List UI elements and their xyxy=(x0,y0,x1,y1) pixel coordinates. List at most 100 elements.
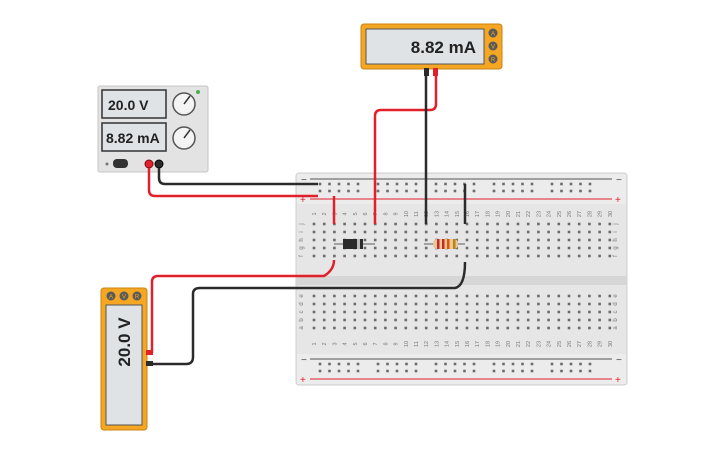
breadboard-hole[interactable] xyxy=(516,238,520,242)
breadboard-hole[interactable] xyxy=(557,326,561,330)
breadboard-hole[interactable] xyxy=(343,254,346,258)
rail-hole[interactable] xyxy=(550,182,554,186)
rail-hole[interactable] xyxy=(550,362,554,366)
breadboard-hole[interactable] xyxy=(414,318,418,322)
rail-hole[interactable] xyxy=(588,369,592,373)
breadboard-hole[interactable] xyxy=(424,230,428,234)
breadboard-hole[interactable] xyxy=(598,326,601,330)
rail-hole[interactable] xyxy=(328,362,331,366)
breadboard-hole[interactable] xyxy=(343,318,346,322)
rail-hole[interactable] xyxy=(386,182,389,186)
breadboard-hole[interactable] xyxy=(414,230,418,234)
breadboard-hole[interactable] xyxy=(588,318,591,322)
breadboard-hole[interactable] xyxy=(353,222,357,226)
breadboard-hole[interactable] xyxy=(588,294,591,298)
rail-hole[interactable] xyxy=(569,189,573,193)
breadboard-hole[interactable] xyxy=(526,238,530,242)
breadboard-hole[interactable] xyxy=(404,230,408,234)
breadboard-hole[interactable] xyxy=(506,302,510,306)
ammeter-mode-a-button[interactable]: A xyxy=(488,28,498,38)
breadboard-hole[interactable] xyxy=(373,310,377,314)
breadboard-hole[interactable] xyxy=(598,238,601,242)
breadboard-hole[interactable] xyxy=(414,302,418,306)
breadboard-hole[interactable] xyxy=(547,254,550,258)
breadboard-hole[interactable] xyxy=(455,254,459,258)
breadboard-hole[interactable] xyxy=(577,246,581,250)
rail-hole[interactable] xyxy=(376,362,380,366)
breadboard-holes[interactable] xyxy=(312,182,612,373)
rail-hole[interactable] xyxy=(511,369,515,373)
breadboard-hole[interactable] xyxy=(537,230,540,234)
breadboard-hole[interactable] xyxy=(333,254,336,258)
breadboard-hole[interactable] xyxy=(516,310,520,314)
breadboard-hole[interactable] xyxy=(496,318,499,322)
breadboard-hole[interactable] xyxy=(445,294,448,298)
breadboard-hole[interactable] xyxy=(414,238,418,242)
breadboard-hole[interactable] xyxy=(384,246,387,250)
rail-hole[interactable] xyxy=(405,189,408,193)
breadboard-hole[interactable] xyxy=(455,318,459,322)
rail-hole[interactable] xyxy=(453,369,457,373)
breadboard-hole[interactable] xyxy=(424,254,428,258)
ammeter-mode-r-button[interactable]: R xyxy=(488,54,498,64)
breadboard-hole[interactable] xyxy=(404,222,408,226)
rail-hole[interactable] xyxy=(328,189,331,193)
rail-hole[interactable] xyxy=(579,189,582,193)
breadboard-hole[interactable] xyxy=(506,294,510,298)
breadboard-hole[interactable] xyxy=(384,326,387,330)
rail-hole[interactable] xyxy=(347,182,350,186)
breadboard-hole[interactable] xyxy=(322,254,326,258)
breadboard-hole[interactable] xyxy=(394,246,397,250)
rail-hole[interactable] xyxy=(318,182,322,186)
breadboard-hole[interactable] xyxy=(567,294,571,298)
ammeter-red-probe-terminal[interactable] xyxy=(433,68,438,76)
breadboard-hole[interactable] xyxy=(475,326,479,330)
breadboard-hole[interactable] xyxy=(363,294,367,298)
breadboard-hole[interactable] xyxy=(537,222,540,226)
breadboard-hole[interactable] xyxy=(322,318,326,322)
breadboard-hole[interactable] xyxy=(333,318,336,322)
breadboard-hole[interactable] xyxy=(465,318,469,322)
breadboard-hole[interactable] xyxy=(363,222,367,226)
voltmeter-red-probe-terminal[interactable] xyxy=(146,350,153,355)
ammeter-mode-v-button[interactable]: V xyxy=(488,41,498,51)
rail-hole[interactable] xyxy=(569,369,573,373)
breadboard-hole[interactable] xyxy=(496,326,499,330)
rail-hole[interactable] xyxy=(405,369,408,373)
breadboard-hole[interactable] xyxy=(598,246,601,250)
breadboard-hole[interactable] xyxy=(475,318,479,322)
rail-hole[interactable] xyxy=(588,189,592,193)
breadboard-hole[interactable] xyxy=(567,230,571,234)
breadboard-hole[interactable] xyxy=(394,294,397,298)
breadboard-hole[interactable] xyxy=(557,246,561,250)
rail-hole[interactable] xyxy=(560,182,563,186)
breadboard-hole[interactable] xyxy=(445,254,448,258)
breadboard-hole[interactable] xyxy=(353,318,357,322)
breadboard-hole[interactable] xyxy=(363,246,367,250)
breadboard-hole[interactable] xyxy=(343,302,346,306)
rail-hole[interactable] xyxy=(405,362,408,366)
breadboard-hole[interactable] xyxy=(608,302,612,306)
rail-hole[interactable] xyxy=(444,362,447,366)
breadboard-hole[interactable] xyxy=(577,238,581,242)
breadboard-hole[interactable] xyxy=(486,238,489,242)
rail-hole[interactable] xyxy=(472,362,476,366)
breadboard-hole[interactable] xyxy=(537,310,540,314)
black-wire-voltmeter-to-column17[interactable] xyxy=(152,261,467,366)
red-wire-voltmeter-to-column3[interactable] xyxy=(150,259,336,353)
rail-hole[interactable] xyxy=(328,182,331,186)
breadboard-hole[interactable] xyxy=(424,246,428,250)
rail-hole[interactable] xyxy=(356,362,360,366)
rail-hole[interactable] xyxy=(511,182,515,186)
breadboard-hole[interactable] xyxy=(394,222,397,226)
rail-hole[interactable] xyxy=(569,182,573,186)
breadboard-hole[interactable] xyxy=(526,246,530,250)
breadboard-hole[interactable] xyxy=(465,254,469,258)
breadboard-hole[interactable] xyxy=(537,254,540,258)
breadboard-hole[interactable] xyxy=(547,238,550,242)
breadboard-hole[interactable] xyxy=(547,326,550,330)
rail-hole[interactable] xyxy=(444,189,447,193)
breadboard-hole[interactable] xyxy=(547,310,550,314)
rail-hole[interactable] xyxy=(337,362,341,366)
resistor[interactable] xyxy=(424,239,465,249)
